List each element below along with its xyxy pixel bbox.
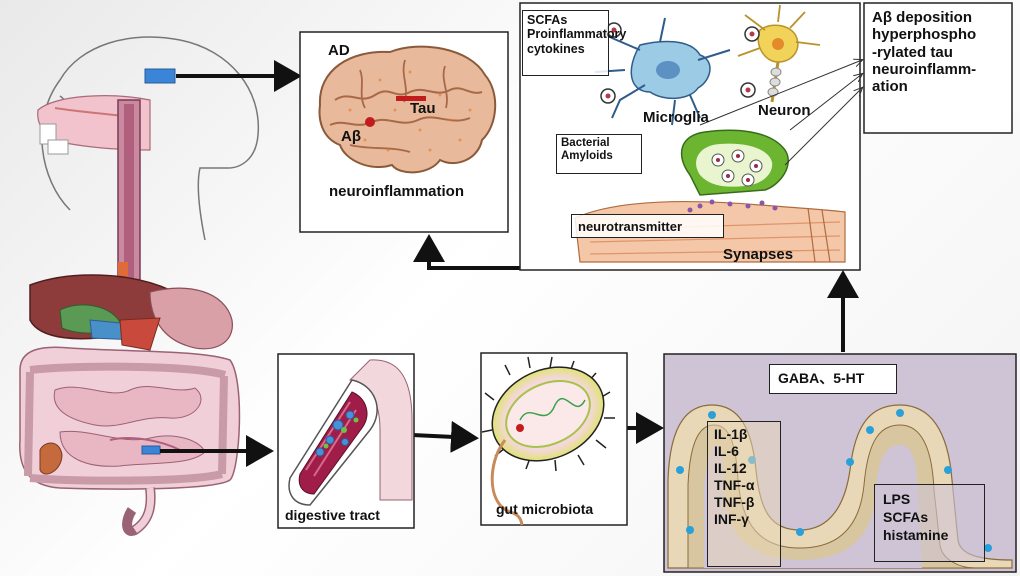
microglia-illustration xyxy=(594,17,731,126)
cytokine-item: IL-6 xyxy=(714,443,739,460)
gaba-box: GABA、5-HT xyxy=(769,364,897,394)
synaptic-terminal xyxy=(680,129,789,196)
neuron-label: Neuron xyxy=(758,102,811,119)
cytokine-item: IL-12 xyxy=(714,460,747,477)
neurotransmitter-label: neurotransmitter xyxy=(578,219,683,234)
gut-microbiota-label: gut microbiota xyxy=(496,501,594,517)
outcome-text: Aβ deposition hyperphospho -rylated tau … xyxy=(872,9,976,95)
cytokine-box: IL-1β IL-6 IL-12 TNF-α TNF-β INF-γ xyxy=(707,421,781,567)
gaba-label: GABA、5-HT xyxy=(778,370,865,386)
tau-label: Tau xyxy=(410,100,436,117)
outcome-line: Aβ deposition xyxy=(872,9,972,26)
connector-lines xyxy=(699,60,862,166)
lps-item: LPS xyxy=(883,491,911,507)
synapses-label: Synapses xyxy=(723,246,794,263)
brain-illustration xyxy=(318,45,497,174)
cytokine-item: TNF-β xyxy=(714,494,755,511)
digestive-tract-label: digestive tract xyxy=(285,507,380,523)
bacterial-box-line: Amyloids xyxy=(561,150,613,163)
cytokine-item: TNF-α xyxy=(714,477,755,494)
abeta-label: Aβ xyxy=(341,128,361,145)
outcome-line: ation xyxy=(872,78,908,95)
digestive-tract-illustration xyxy=(288,359,413,506)
scfas-box-line: cytokines xyxy=(527,41,585,56)
brain-marker xyxy=(144,68,176,84)
scfas-box-line: Proinflammatory xyxy=(527,27,627,42)
esophagus xyxy=(117,99,141,286)
lps-item: SCFAs xyxy=(883,509,929,526)
neurotransmitter-box: neurotransmitter xyxy=(571,214,724,238)
abdominal-organs xyxy=(19,274,241,536)
bacteria-circle-dots xyxy=(605,27,755,99)
cytokine-item: IL-1β xyxy=(714,426,748,442)
outcome-line: neuroinflamm- xyxy=(872,60,977,78)
outcome-box-frame xyxy=(863,2,1013,134)
lps-box: LPS SCFAs histamine xyxy=(874,484,985,562)
neuroinflammation-label: neuroinflammation xyxy=(329,183,465,200)
scfas-box: SCFAs Proinflammatory cytokines xyxy=(522,10,627,76)
bacterial-box-line: Bacterial xyxy=(561,137,610,149)
arrow-synapse-to-brain xyxy=(413,234,520,270)
bacterium-illustration xyxy=(481,356,615,526)
outcome-line: hyperphospho xyxy=(872,26,977,44)
outcome-line: -rylated tau xyxy=(872,43,953,61)
scfas-box-line: SCFAs xyxy=(527,13,568,27)
ad-label: AD xyxy=(328,42,350,59)
lps-item: histamine xyxy=(883,527,949,544)
cytokine-item: INF-γ xyxy=(714,511,749,528)
microglia-label: Microglia xyxy=(643,109,709,126)
bacterial-amyloids-box: Bacterial Amyloids xyxy=(556,134,642,174)
gut-marker xyxy=(141,445,161,455)
